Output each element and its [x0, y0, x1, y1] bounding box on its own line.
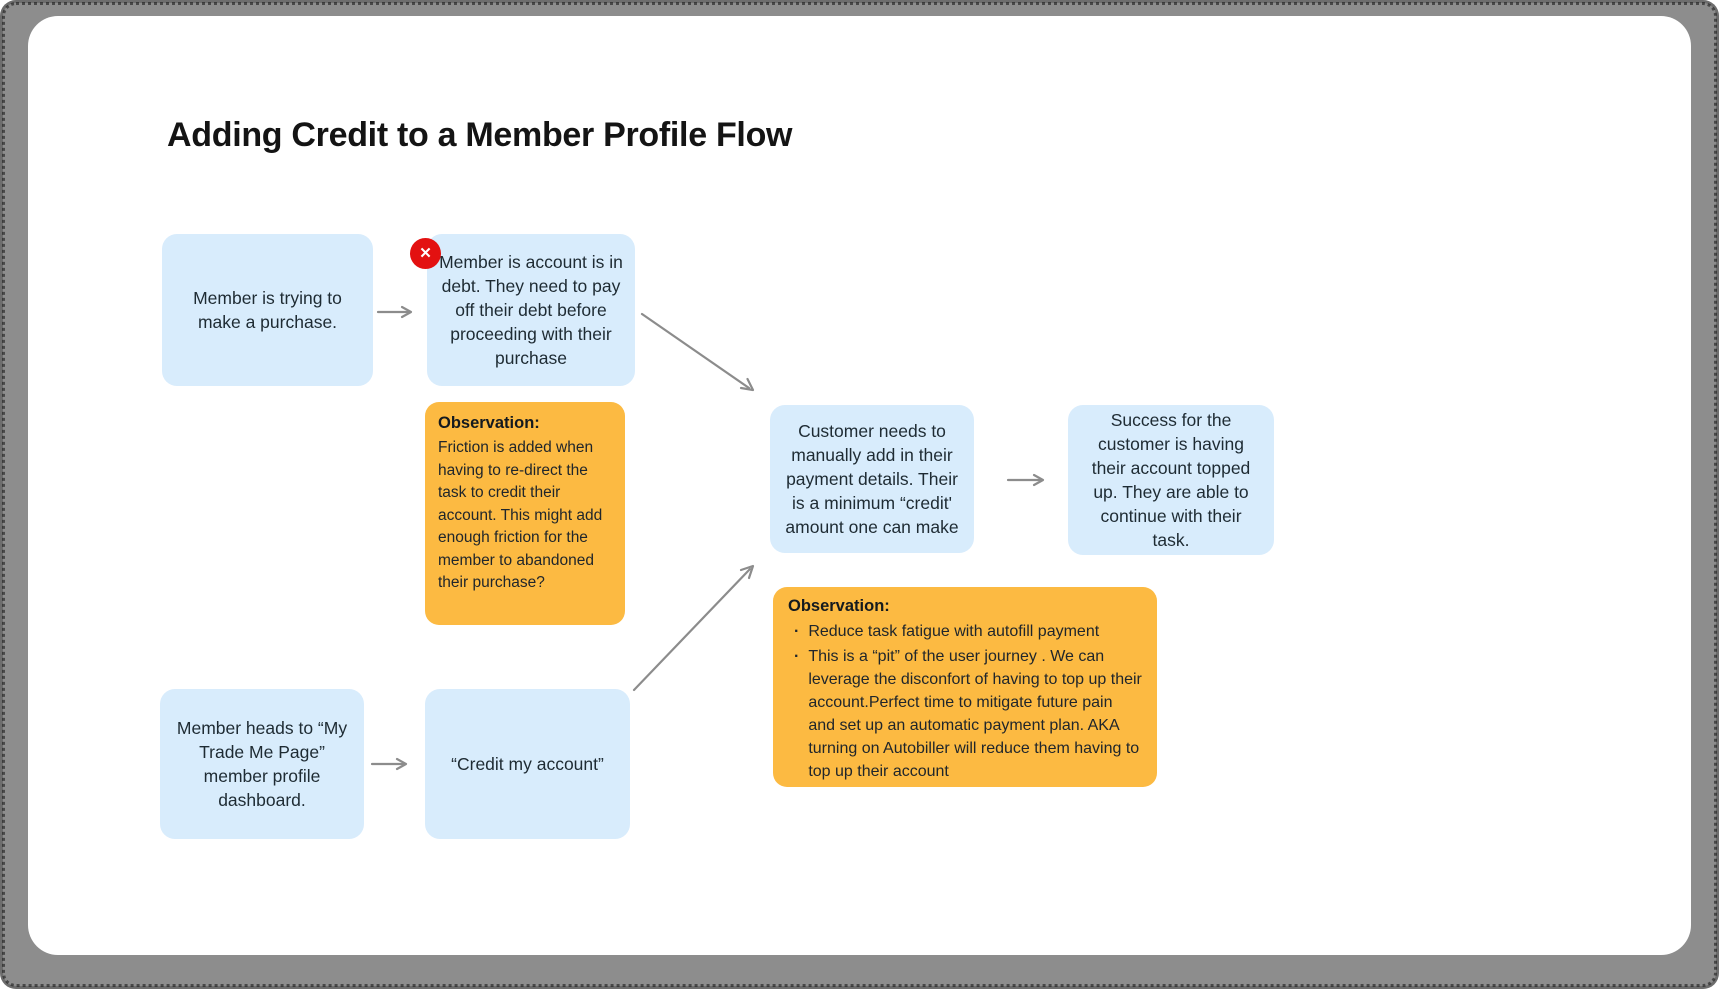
flow-node-profile-dashboard[interactable]: Member heads to “My Trade Me Page” membe…	[160, 689, 364, 839]
flow-node-credit-account[interactable]: “Credit my account”	[425, 689, 630, 839]
note-body: Friction is added when having to re-dire…	[438, 439, 603, 591]
note-bullet-list: · Reduce task fatigue with autofill paym…	[788, 620, 1142, 783]
error-badge[interactable]: ✕	[410, 238, 441, 269]
node-text: Customer needs to manually add in their …	[785, 420, 959, 538]
note-bullet: · This is a “pit” of the user journey . …	[794, 645, 1142, 783]
cross-icon: ✕	[419, 245, 432, 262]
bullet-dot: ·	[794, 623, 800, 640]
observation-note-autofill[interactable]: Observation: · Reduce task fatigue with …	[773, 587, 1157, 787]
node-text: Member heads to “My Trade Me Page” membe…	[176, 717, 348, 811]
node-text: “Credit my account”	[451, 753, 604, 774]
flow-node-account-in-debt[interactable]: Member is account is in debt. They need …	[427, 234, 635, 386]
node-text: Success for the customer is having their…	[1091, 409, 1251, 551]
flow-node-manual-payment[interactable]: Customer needs to manually add in their …	[770, 405, 974, 553]
node-text: Member is account is in debt. They need …	[439, 251, 623, 369]
bullet-text: Reduce task fatigue with autofill paymen…	[808, 623, 1100, 640]
note-title: Observation:	[788, 597, 890, 615]
flow-node-member-purchase[interactable]: Member is trying to make a purchase.	[162, 234, 373, 386]
bullet-text: This is a “pit” of the user journey . We…	[808, 648, 1142, 780]
bullet-dot: ·	[794, 648, 800, 665]
node-text: Member is trying to make a purchase.	[193, 287, 342, 332]
flow-node-success[interactable]: Success for the customer is having their…	[1068, 405, 1274, 555]
note-bullet: · Reduce task fatigue with autofill paym…	[794, 620, 1142, 643]
note-title: Observation:	[438, 414, 540, 432]
page-title: Adding Credit to a Member Profile Flow	[167, 116, 793, 154]
observation-note-friction[interactable]: Observation: Friction is added when havi…	[425, 402, 625, 625]
